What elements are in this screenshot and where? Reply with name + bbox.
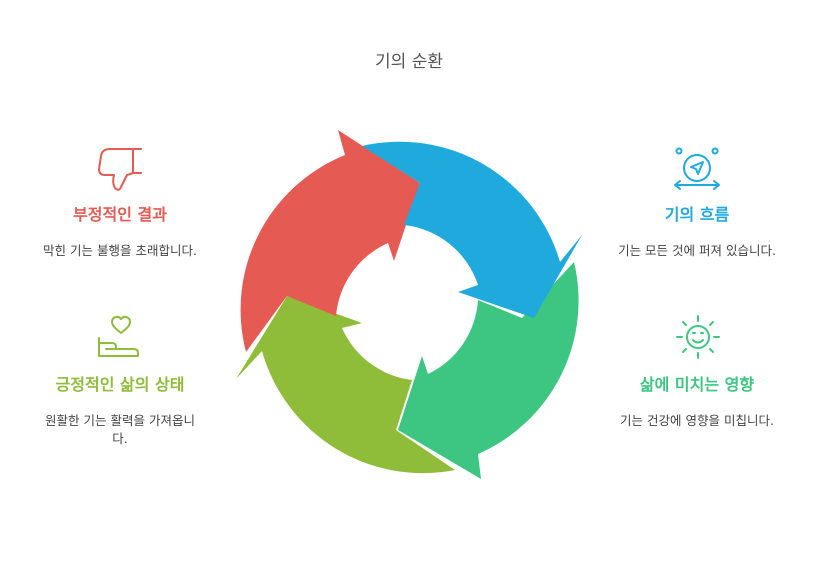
stage-health: 삶에 미치는 영향 기는 건강에 영향을 미칩니다.	[612, 374, 782, 430]
stage-description: 막힌 기는 불행을 초래합니다.	[43, 243, 197, 258]
heart-hand-icon	[98, 315, 139, 357]
stage-description: 기는 건강에 영향을 미칩니다.	[620, 413, 774, 428]
stage-flow: 기의 흐름 기는 모든 것에 퍼져 있습니다.	[612, 204, 782, 260]
stage-heading: 긍정적인 삶의 상태	[55, 375, 185, 394]
stage-heading: 삶에 미치는 영향	[639, 375, 755, 394]
stage-description: 원활한 기는 활력을 가져옵니다.	[45, 413, 195, 446]
thumbs-down-icon	[98, 148, 142, 191]
smiling-sun-icon	[676, 315, 720, 359]
stage-negative: 부정적인 결과 막힌 기는 불행을 초래합니다.	[40, 204, 200, 260]
diagram-title: 기의 순환	[375, 52, 443, 72]
stage-positive: 긍정적인 삶의 상태 원활한 기는 활력을 가져옵니다.	[40, 374, 200, 448]
navigation-arrows-icon	[674, 147, 720, 190]
stage-description: 기는 모든 것에 퍼져 있습니다.	[618, 243, 776, 258]
stage-heading: 부정적인 결과	[73, 205, 167, 224]
cycle-arrow-red	[240, 130, 420, 352]
cycle-arrow-blue	[362, 141, 582, 318]
stage-heading: 기의 흐름	[664, 205, 730, 224]
cycle-arrow-olive	[236, 296, 455, 474]
